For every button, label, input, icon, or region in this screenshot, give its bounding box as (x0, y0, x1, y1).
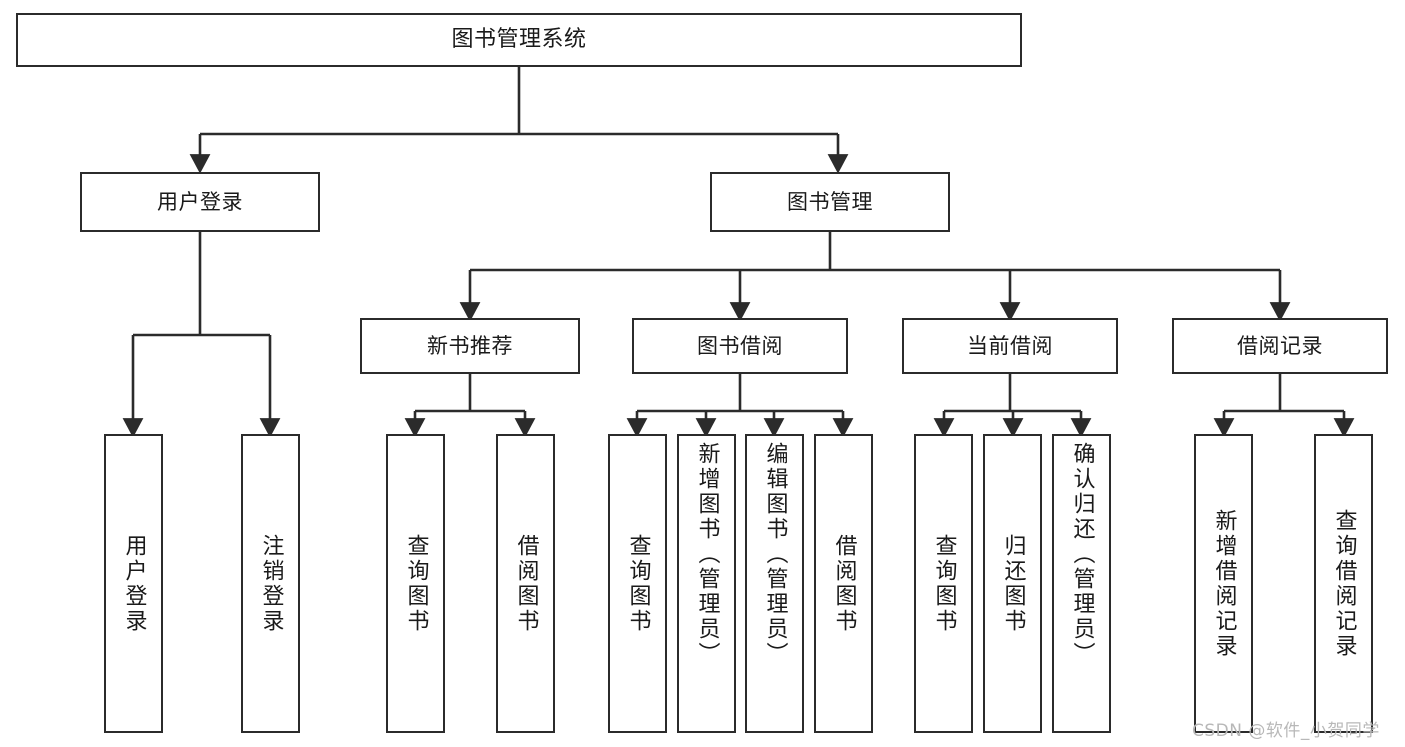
node-label: 新增图书（管理员） (694, 442, 720, 667)
leaf-current-borrow-return[interactable]: 归还图书 (983, 434, 1042, 733)
leaf-new-book-query[interactable]: 查询图书 (386, 434, 445, 733)
leaf-book-borrow-add[interactable]: 新增图书（管理员） (677, 434, 736, 733)
node-label: 借阅记录 (1237, 333, 1323, 358)
node-label: 用户登录 (157, 189, 243, 214)
node-label: 图书管理 (787, 189, 873, 214)
leaf-borrow-record-add[interactable]: 新增借阅记录 (1194, 434, 1253, 733)
leaf-current-borrow-confirm-return[interactable]: 确认归还（管理员） (1052, 434, 1111, 733)
node-label: 查询借阅记录 (1331, 508, 1357, 659)
node-borrow-record[interactable]: 借阅记录 (1172, 318, 1388, 374)
node-user-login[interactable]: 用户登录 (80, 172, 320, 232)
node-label: 图书管理系统 (451, 27, 587, 53)
node-label: 新书推荐 (427, 333, 513, 358)
node-new-book-recommend[interactable]: 新书推荐 (360, 318, 580, 374)
node-label: 编辑图书（管理员） (762, 442, 788, 667)
node-label: 借阅图书 (513, 533, 539, 634)
node-label: 查询图书 (931, 533, 957, 634)
node-label: 图书借阅 (697, 333, 783, 358)
leaf-current-borrow-query[interactable]: 查询图书 (914, 434, 973, 733)
node-root-book-management-system[interactable]: 图书管理系统 (16, 13, 1022, 67)
node-label: 当前借阅 (967, 333, 1053, 358)
leaf-book-borrow-query[interactable]: 查询图书 (608, 434, 667, 733)
node-label: 归还图书 (1000, 533, 1026, 634)
node-label: 用户登录 (121, 533, 147, 634)
node-label: 新增借阅记录 (1211, 508, 1237, 659)
node-label: 查询图书 (403, 533, 429, 634)
node-label: 借阅图书 (831, 533, 857, 634)
leaf-user-login-signout[interactable]: 注销登录 (241, 434, 300, 733)
node-book-borrow[interactable]: 图书借阅 (632, 318, 848, 374)
node-label: 查询图书 (625, 533, 651, 634)
leaf-user-login-signin[interactable]: 用户登录 (104, 434, 163, 733)
node-book-management[interactable]: 图书管理 (710, 172, 950, 232)
leaf-book-borrow-borrow[interactable]: 借阅图书 (814, 434, 873, 733)
leaf-borrow-record-query[interactable]: 查询借阅记录 (1314, 434, 1373, 733)
node-label: 注销登录 (258, 533, 284, 634)
leaf-book-borrow-edit[interactable]: 编辑图书（管理员） (745, 434, 804, 733)
leaf-new-book-borrow[interactable]: 借阅图书 (496, 434, 555, 733)
node-current-borrow[interactable]: 当前借阅 (902, 318, 1118, 374)
node-label: 确认归还（管理员） (1069, 442, 1095, 667)
